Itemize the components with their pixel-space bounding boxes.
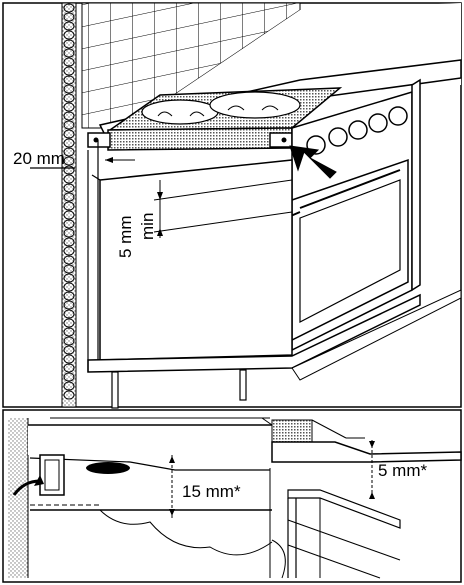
worktop-section (28, 417, 462, 463)
chain-link (63, 66, 75, 76)
chain-link (63, 12, 75, 22)
side-gap-dimension: 20 mm (13, 149, 135, 169)
chain-link (63, 93, 75, 103)
chain-link (63, 120, 75, 130)
chain-link (63, 174, 75, 184)
chain-link (63, 291, 75, 301)
depth-dimension: 15 mm* (169, 455, 241, 518)
side-gap-label: 20 mm (13, 149, 65, 168)
chain-link (63, 201, 75, 211)
chain-link (63, 264, 75, 274)
chain-link (63, 102, 75, 112)
chain-link (63, 39, 75, 49)
chain-link (63, 165, 75, 175)
oven (285, 78, 421, 352)
chain-link (63, 300, 75, 310)
chain-link (63, 273, 75, 283)
vertical-gap-dimension: 5 mm min (116, 179, 293, 259)
vertical-gap-suffix: min (138, 213, 157, 240)
hob (87, 87, 343, 151)
chain-link (63, 129, 75, 139)
chain-link (63, 318, 75, 328)
chain-link (63, 345, 75, 355)
top-gap-dimension: 5 mm* (369, 440, 428, 500)
lower-panel-frame (2, 409, 462, 583)
chain-link (63, 156, 75, 166)
chain-link (63, 3, 75, 13)
chain-link (63, 336, 75, 346)
chain-link (63, 354, 75, 364)
chain-link (63, 183, 75, 193)
chain-link (63, 255, 75, 265)
chain-link (63, 30, 75, 40)
chain-link (63, 57, 75, 67)
wall-chain-strip (61, 2, 77, 408)
chain-link (63, 210, 75, 220)
floor (291, 289, 462, 381)
chain-link (63, 75, 75, 85)
chain-link (63, 390, 75, 400)
chain-link (63, 48, 75, 58)
chain-link (63, 363, 75, 373)
chain-link (63, 138, 75, 148)
fixing-arrow-icon (289, 145, 337, 179)
chain-link (63, 219, 75, 229)
chain-link (63, 372, 75, 382)
depth-label: 15 mm* (182, 482, 241, 501)
cabinet (87, 140, 421, 409)
chain-link (63, 282, 75, 292)
chain-link (63, 21, 75, 31)
chain-link (63, 237, 75, 247)
cabinet-section (269, 468, 401, 579)
lower-wall-strip (8, 418, 29, 578)
clip-arrow-icon (12, 475, 44, 496)
chain-link (63, 246, 75, 256)
vertical-gap-value: 5 mm (116, 216, 135, 259)
chain-link (63, 327, 75, 337)
chain-link (63, 84, 75, 94)
top-gap-label: 5 mm* (378, 461, 428, 480)
chain-link (63, 111, 75, 121)
chain-link (63, 381, 75, 391)
hob-body-section (29, 454, 273, 556)
chain-link (63, 147, 75, 157)
chain-link (63, 309, 75, 319)
chain-link (63, 192, 75, 202)
chain-link (63, 228, 75, 238)
